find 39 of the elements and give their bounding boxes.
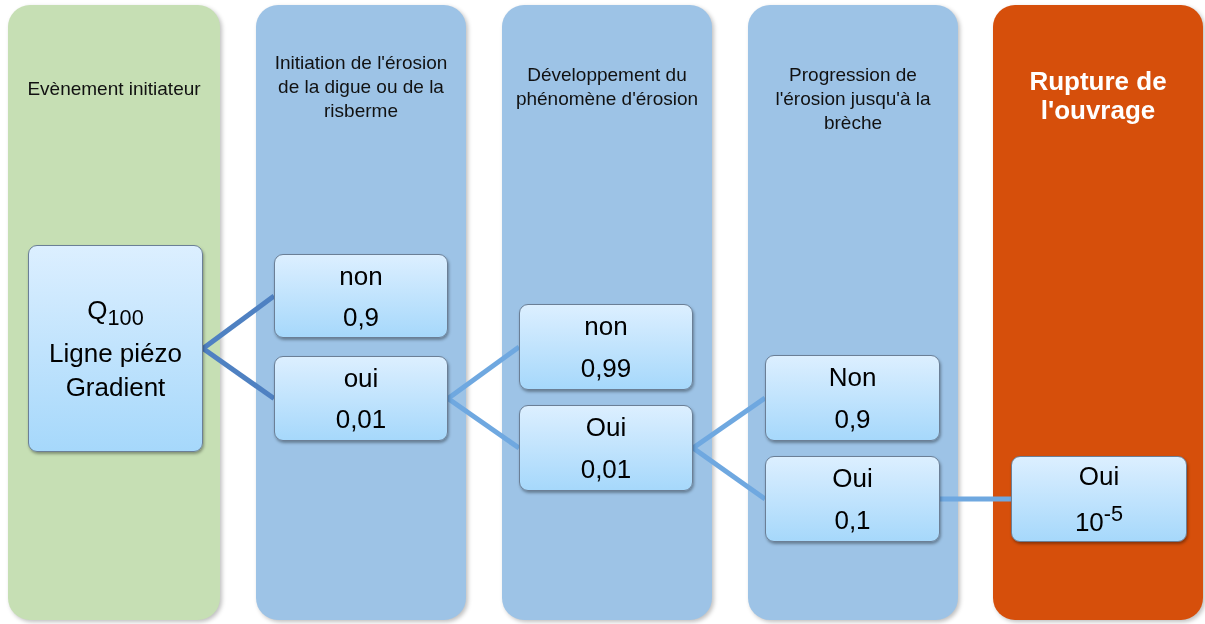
outcome-box	[765, 355, 940, 441]
box-text: 10$^{-5}$	[1074, 500, 1124, 537]
branch-line	[940, 496, 1011, 502]
column-band	[993, 5, 1203, 620]
column-band	[8, 5, 220, 620]
box-text: 0,9	[342, 301, 380, 332]
column-heading: Initiation de l'érosion de la digue ou de la risberme	[273, 51, 449, 123]
box-text: 0,9	[834, 404, 871, 434]
column-band	[502, 5, 712, 620]
column-band	[748, 5, 958, 620]
box-text: non	[584, 311, 628, 341]
box-text: 0,1	[834, 505, 871, 535]
box-text: Ligne piézo	[49, 337, 182, 368]
box-text: Oui	[832, 463, 873, 493]
column-heading: Progression de l'érosion jusqu'à la brèche	[774, 63, 932, 135]
outcome-box	[519, 304, 693, 390]
box-text: Oui	[585, 412, 627, 442]
outcome-box	[765, 456, 940, 542]
outcome-box	[28, 245, 203, 452]
column-heading: Développement du phénomène d'érosion	[514, 63, 700, 111]
branch-line	[691, 445, 767, 502]
column-band	[256, 5, 466, 620]
box-text: oui	[343, 362, 379, 393]
box-text: 0,99	[580, 353, 632, 383]
column-heading: Evènement initiateur	[26, 77, 202, 101]
column-heading: Rupture de l'ouvrage	[1028, 67, 1168, 125]
box-text: Non	[828, 362, 877, 392]
box-text: Gradient	[65, 371, 166, 402]
branch-line	[446, 396, 521, 451]
outcome-box	[274, 356, 448, 441]
box-text: non	[339, 260, 383, 291]
box-text: 0,01	[580, 454, 632, 484]
outcome-box	[274, 254, 448, 338]
outcome-box	[519, 405, 693, 491]
box-text: 0,01	[335, 404, 387, 435]
outcome-box	[1011, 456, 1187, 542]
box-text: Oui	[1078, 461, 1120, 492]
branch-line	[691, 395, 767, 451]
box-text: Q$_{100}$	[87, 295, 144, 333]
